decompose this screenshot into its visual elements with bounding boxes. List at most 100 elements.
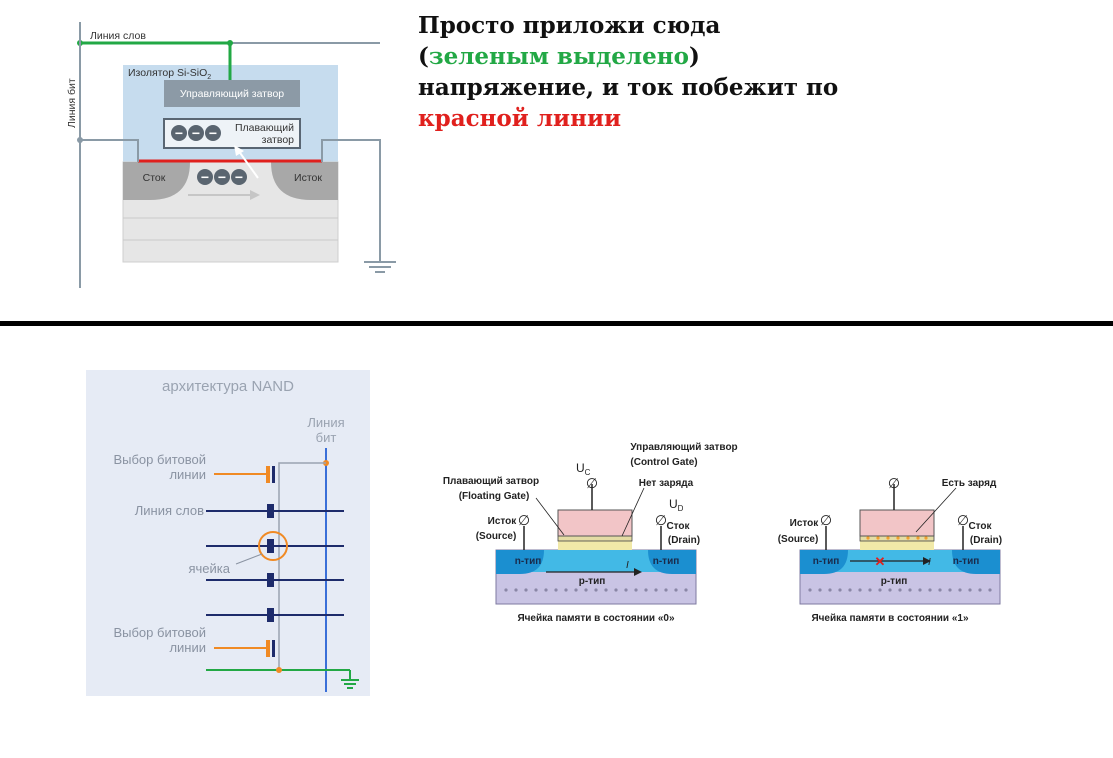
cell0-control-gate-label-1: Управляющий затвор (630, 442, 737, 453)
cell0-current-arrow-head (634, 568, 642, 576)
cell0-drain-label-1: Сток (666, 521, 690, 532)
svg-text:−: − (235, 169, 243, 185)
headline-part1: Просто приложи сюда ( (418, 12, 721, 70)
nand-diagram: архитектура NAND Линия бит Выбор битовой… (86, 370, 370, 696)
cell1-source-label-2: (Source) (778, 534, 819, 545)
svg-text:−: − (209, 125, 217, 141)
cell0-ud-label: UD (669, 497, 684, 513)
cell0-source-terminal: ∅ (518, 512, 530, 528)
cell0-source-label-1: Исток (488, 516, 518, 527)
svg-text:−: − (192, 125, 200, 141)
source-wire (321, 139, 381, 262)
headline-part2: ) напряжение, и ток побежит по (418, 43, 839, 101)
insulator-label: Изолятор Si-SiO2 (128, 67, 211, 81)
control-gate-label: Управляющий затвор (180, 88, 284, 100)
cell0-drain-terminal: ∅ (655, 512, 667, 528)
tunnel-arrow-head (234, 145, 244, 156)
source-label: Исток (294, 172, 322, 184)
cell1-drain-terminal: ∅ (957, 512, 969, 528)
headline-red: красной линии (418, 105, 622, 132)
cell1-source-label-1: Исток (790, 518, 820, 529)
cell0-n-left-label: n-тип (515, 556, 542, 567)
nand-bit-line-label-1: Линия (307, 415, 344, 430)
cell0-nocharge-pointer (621, 487, 645, 537)
electrons-floating: − − − (171, 125, 221, 141)
memory-cell-state-1: ∅ ∅ ∅ I ✕ Есть заряд Исток (Source) Сток… (778, 475, 1002, 624)
cell1-blocked-mark: ✕ (875, 554, 886, 569)
cell0-n-right-label: n-тип (653, 556, 680, 567)
cell1-oxide (860, 540, 934, 550)
nand-select-top-label-2: линии (169, 467, 206, 482)
section-divider (0, 321, 1113, 326)
nand-select-bottom-channel (272, 640, 275, 657)
word-line-dot (227, 40, 233, 46)
nand-select-bottom-label-2: линии (169, 640, 206, 655)
cell1-caption: Ячейка памяти в состоянии «1» (811, 613, 969, 624)
nand-title: архитектура NAND (162, 378, 294, 395)
cell1-n-left (800, 550, 848, 574)
headline-green: зеленым выделено (428, 43, 689, 70)
cell1-control-gate (859, 509, 935, 537)
cell0-gate-terminal: ∅ (586, 475, 598, 491)
svg-text:−: − (218, 169, 226, 185)
cell0-current-label: I (626, 560, 629, 571)
drain-label: Сток (143, 172, 166, 184)
tunnel-arrow (237, 149, 259, 179)
headline-text: Просто приложи сюда (зеленым выделено) н… (418, 10, 858, 134)
nand-select-bottom-gate (266, 640, 270, 657)
bit-line-dot (77, 137, 83, 143)
cell0-caption: Ячейка памяти в состоянии «0» (517, 613, 675, 624)
cell0-floating-gate-label-2: (Floating Gate) (459, 491, 530, 502)
floating-gate-label-2: затвор (262, 134, 295, 146)
nand-cell-highlight (258, 531, 288, 561)
cell1-gate-terminal: ∅ (888, 475, 900, 491)
electrons-channel: − − − (197, 169, 247, 185)
cell0-n-layer (496, 550, 696, 572)
cell0-control-gate (557, 509, 633, 537)
cell0-n-right (648, 550, 696, 574)
source-region (271, 162, 338, 200)
nand-ground-dot (276, 667, 282, 673)
drain-wire (80, 139, 139, 162)
floating-gate-label-1: Плавающий (235, 122, 294, 134)
cell0-holes (504, 588, 688, 592)
nand-cell-pointer (235, 553, 263, 565)
cell0-floating-gate (557, 535, 633, 542)
cell1-n-right (952, 550, 1000, 574)
cell1-charge-pointer (915, 487, 957, 533)
floating-gate-diagram: − − − − − − Линия слов Линия бит Изолято… (66, 22, 396, 288)
cell0-oxide (558, 540, 632, 550)
cell1-holes (808, 588, 992, 592)
cell1-p-type-label: p-тип (881, 576, 908, 587)
cell0-n-left (496, 550, 544, 574)
channel-flow-arrow-head (250, 190, 260, 200)
nand-select-top-gate (266, 466, 270, 483)
cell1-n-left-label: n-тип (813, 556, 840, 567)
cell1-n-right-label: n-тип (953, 556, 980, 567)
nand-select-bottom-label-1: Выбор битовой (113, 625, 206, 640)
cell0-floating-gate-label-1: Плавающий затвор (443, 476, 539, 487)
cell1-drain-label-1: Сток (968, 521, 992, 532)
cell1-current-label: I (928, 557, 931, 568)
cell1-source-terminal: ∅ (820, 512, 832, 528)
cell0-p-type-label: p-тип (579, 576, 606, 587)
control-gate (164, 80, 300, 107)
nand-word-lines (206, 504, 344, 622)
cell0-floating-pointer (535, 497, 565, 536)
cell0-drain-label-2: (Drain) (668, 535, 700, 546)
word-line-label: Линия слов (90, 30, 146, 42)
svg-text:−: − (201, 169, 209, 185)
nand-select-top-channel (272, 466, 275, 483)
nand-bit-line-label-2: бит (316, 430, 337, 445)
drain-region (123, 162, 190, 200)
nand-word-line-label: Линия слов (135, 503, 204, 518)
cell1-current-arrow-head (923, 557, 931, 565)
svg-text:−: − (175, 125, 183, 141)
nand-background (86, 370, 370, 696)
cell0-uc-label: UC (576, 461, 591, 477)
nand-select-top-label-1: Выбор битовой (113, 452, 206, 467)
cell1-has-charge-label: Есть заряд (942, 478, 997, 489)
cell0-control-gate-label-2: (Control Gate) (630, 457, 697, 468)
bit-line-label: Линия бит (66, 78, 78, 128)
cell0-source-label-2: (Source) (476, 531, 517, 542)
